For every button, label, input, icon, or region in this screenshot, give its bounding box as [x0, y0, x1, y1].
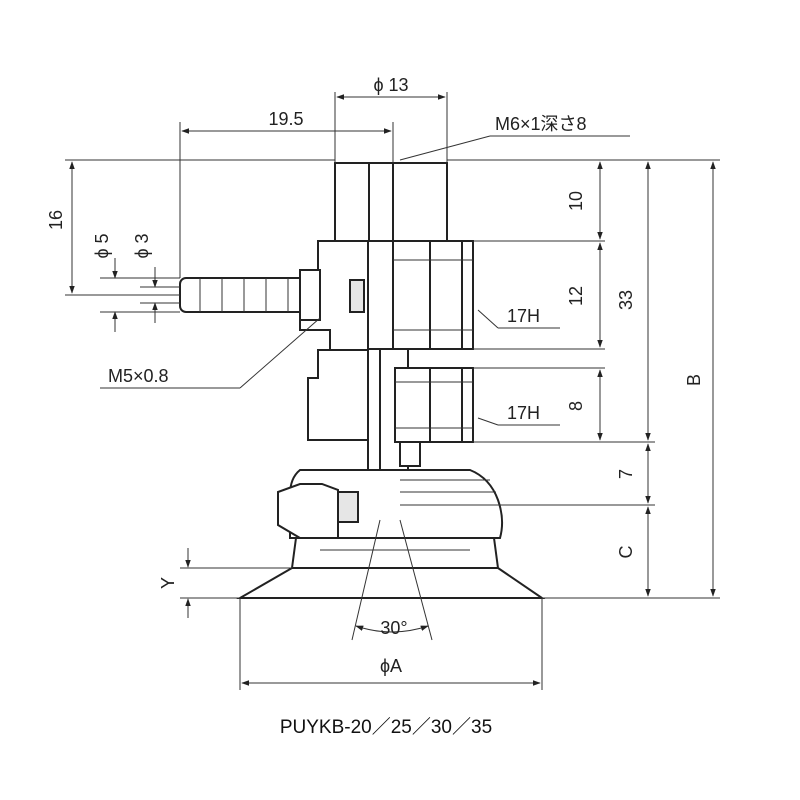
left-housing [307, 349, 369, 441]
dim-17h-lower: 17H [507, 403, 540, 423]
dim-10: 10 [566, 191, 586, 211]
lower-hex-nut [394, 367, 474, 443]
dim-8: 8 [566, 401, 586, 411]
dim-thread-m6: M6×1深さ8 [495, 114, 587, 134]
dim-16: 16 [46, 210, 66, 230]
dim-angle-30: 30° [380, 618, 407, 638]
elbow-body [299, 240, 369, 351]
dim-phi-a: ϕA [380, 656, 402, 676]
dim-19-5: 19.5 [268, 109, 303, 129]
dim-phi5: ϕ 5 [92, 233, 112, 258]
model-caption: PUYKB-20／25／30／35 [280, 716, 492, 738]
dim-y: Y [158, 577, 178, 589]
hose-barb [179, 269, 365, 321]
vacuum-pad-assembly [179, 162, 546, 641]
dim-33: 33 [616, 290, 636, 310]
top-fitting-body [334, 162, 448, 242]
dim-phi3: ϕ 3 [132, 233, 152, 258]
dim-7: 7 [616, 469, 636, 479]
dim-17h-upper: 17H [507, 306, 540, 326]
dimension-lines [65, 92, 720, 690]
dim-phi13: ϕ 13 [373, 75, 408, 95]
dim-12: 12 [566, 286, 586, 306]
dim-thread-m5: M5×0.8 [108, 366, 169, 386]
dim-c: C [616, 546, 636, 559]
upper-hex-nut [392, 240, 474, 350]
dim-b: B [684, 374, 704, 386]
